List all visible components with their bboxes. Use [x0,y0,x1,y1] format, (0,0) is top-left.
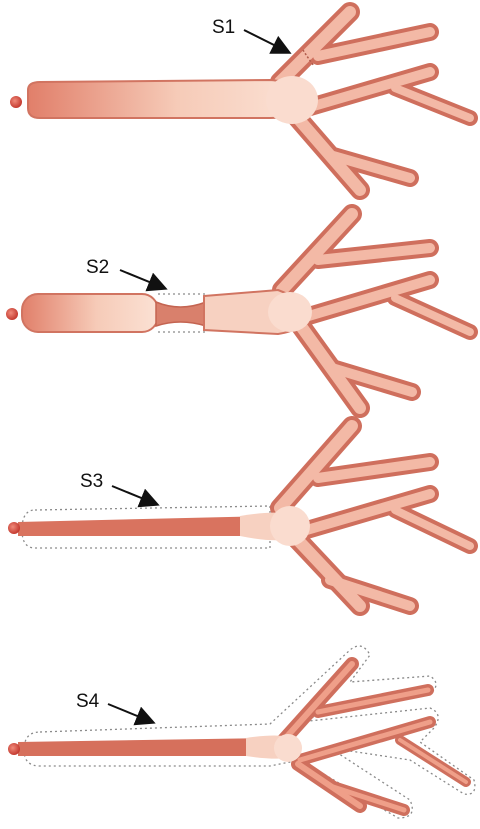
panel-s3 [8,426,470,606]
vessel-tree-s2 [6,214,470,408]
pointer-arrow-s1 [244,30,288,52]
pointer-arrow-s4 [108,704,152,722]
label-s3: S3 [80,472,103,491]
vessel-tip [10,96,22,108]
panel-s1 [10,12,470,190]
panel-s2 [6,214,470,408]
label-s1: S1 [212,18,235,37]
vessel-tip [8,522,20,534]
pointer-arrow-s3 [112,486,156,504]
pointer-arrow-s2 [120,270,164,288]
panel-s4 [8,646,475,818]
label-s4: S4 [76,692,99,711]
vessel-tree-s1 [10,12,470,190]
vessel-tree-s3 [8,426,470,606]
label-s2: S2 [86,258,109,277]
vessel-tip [6,308,18,320]
vessel-tree-s4 [8,646,475,818]
vessel-tip [8,743,20,755]
